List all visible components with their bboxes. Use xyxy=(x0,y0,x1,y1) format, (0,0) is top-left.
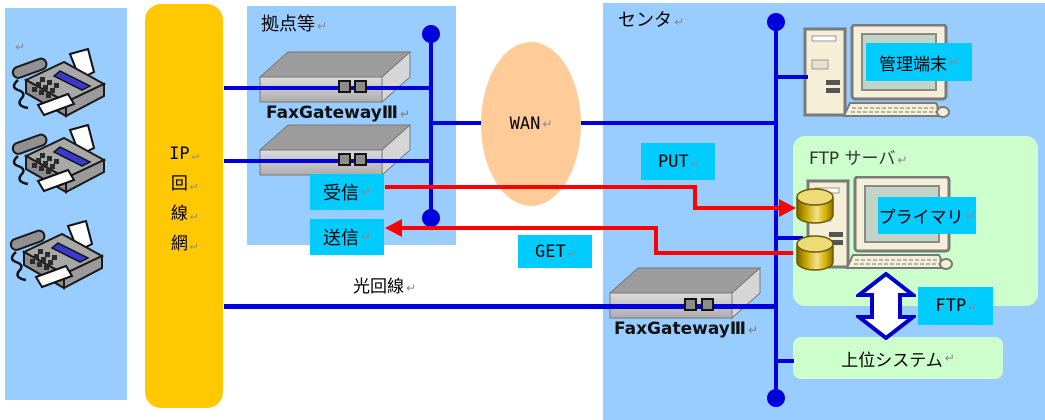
send-label: 送信 xyxy=(322,228,359,249)
ip-network-line: 線↵ xyxy=(170,204,198,224)
junction-dot xyxy=(422,25,440,43)
ip-network-line: 回↵ xyxy=(170,174,198,194)
management-terminal-badge: 管理端末↵ xyxy=(866,43,972,81)
return-mark: ↵ xyxy=(567,244,575,259)
fax-machine-icon xyxy=(9,220,105,290)
return-mark: ↵ xyxy=(15,40,26,54)
optical-line-label: 光回線↵ xyxy=(353,277,417,297)
gateway-port xyxy=(701,298,714,311)
put-arrowhead xyxy=(779,199,796,217)
receive-label: 受信 xyxy=(322,183,359,204)
get-arrow-segment xyxy=(654,226,658,255)
get-label: GET xyxy=(535,241,566,262)
branch-title: 拠点等↵ xyxy=(261,14,328,35)
wan-cloud: WAN↵ xyxy=(481,42,581,206)
blue-line-gateway2 xyxy=(224,159,431,163)
put-arrow-segment xyxy=(693,185,697,210)
fax-gateway-device xyxy=(258,50,412,104)
return-mark: ↵ xyxy=(747,323,759,337)
ip-network-line: IP↵ xyxy=(169,144,199,164)
junction-dot xyxy=(767,389,785,407)
gateway-port xyxy=(338,153,351,166)
return-mark: ↵ xyxy=(965,208,976,223)
gateway-port xyxy=(354,153,367,166)
branch-gateway-label: FaxGatewayⅢ↵ xyxy=(266,103,411,123)
ftp-badge: FTP↵ xyxy=(918,287,993,325)
put-label: PUT xyxy=(658,151,689,172)
primary-label: プライマリ xyxy=(878,208,964,228)
ftp-double-arrow xyxy=(856,272,916,340)
return-mark: ↵ xyxy=(948,55,960,69)
put-arrow-segment xyxy=(385,185,697,189)
return-mark: ↵ xyxy=(189,178,198,192)
get-arrow-segment xyxy=(654,251,793,255)
return-mark: ↵ xyxy=(191,148,199,162)
get-arrowhead xyxy=(385,219,402,237)
get-arrow-segment xyxy=(400,226,658,230)
blue-stub-ftp-server xyxy=(776,236,803,240)
ip-network-label: IP↵ 回↵ 線↵ 網↵ xyxy=(145,140,223,260)
return-mark: ↵ xyxy=(968,299,976,313)
return-mark: ↵ xyxy=(317,19,328,33)
return-mark: ↵ xyxy=(399,107,411,121)
blue-line-optical xyxy=(224,304,776,309)
gateway-port xyxy=(354,80,367,93)
return-mark: ↵ xyxy=(674,15,685,29)
fax-machine-icon xyxy=(11,48,107,118)
get-badge: GET↵ xyxy=(518,235,592,268)
database-cylinder-icon xyxy=(796,235,834,271)
blue-line-gateway1 xyxy=(224,86,431,90)
fax-machine-icon xyxy=(11,124,107,194)
wan-label: WAN xyxy=(509,114,541,134)
put-badge: PUT↵ xyxy=(641,143,715,180)
blue-stub-management xyxy=(776,75,808,79)
primary-badge: プライマリ↵ xyxy=(878,197,976,234)
return-mark: ↵ xyxy=(897,153,908,167)
return-mark: ↵ xyxy=(542,117,553,131)
database-cylinder-icon xyxy=(796,188,834,224)
return-mark: ↵ xyxy=(690,154,698,169)
ip-line-bar xyxy=(145,4,223,408)
return-mark: ↵ xyxy=(189,238,198,252)
return-mark: ↵ xyxy=(406,281,417,295)
fax-gateway-device xyxy=(608,266,762,320)
blue-stub-upper-system xyxy=(776,359,794,363)
return-mark: ↵ xyxy=(360,230,372,244)
receive-badge: 受信↵ xyxy=(310,174,384,210)
center-gateway-label: FaxGatewayⅢ↵ xyxy=(614,319,759,339)
ftp-label: FTP xyxy=(935,296,967,316)
center-title: センタ↵ xyxy=(618,10,685,31)
gateway-port xyxy=(338,80,351,93)
send-badge: 送信↵ xyxy=(310,219,384,255)
junction-dot xyxy=(767,13,785,31)
blue-bus-center xyxy=(774,22,778,398)
junction-dot xyxy=(422,209,440,227)
fax-gateway-device xyxy=(258,123,412,177)
blue-bus-branch xyxy=(429,34,433,218)
upper-system-box: 上位システム↵ xyxy=(793,337,1003,379)
blue-line-wan xyxy=(431,121,776,125)
put-arrow-segment xyxy=(693,206,781,210)
ftp-server-title: FTP サーバ↵ xyxy=(809,149,908,169)
ip-network-line: 網↵ xyxy=(170,234,198,254)
upper-system-label: 上位システム xyxy=(841,350,943,371)
return-mark: ↵ xyxy=(944,351,955,365)
return-mark: ↵ xyxy=(360,185,372,199)
return-mark: ↵ xyxy=(189,208,198,222)
gateway-port xyxy=(684,298,697,311)
management-terminal-label: 管理端末 xyxy=(878,54,947,75)
